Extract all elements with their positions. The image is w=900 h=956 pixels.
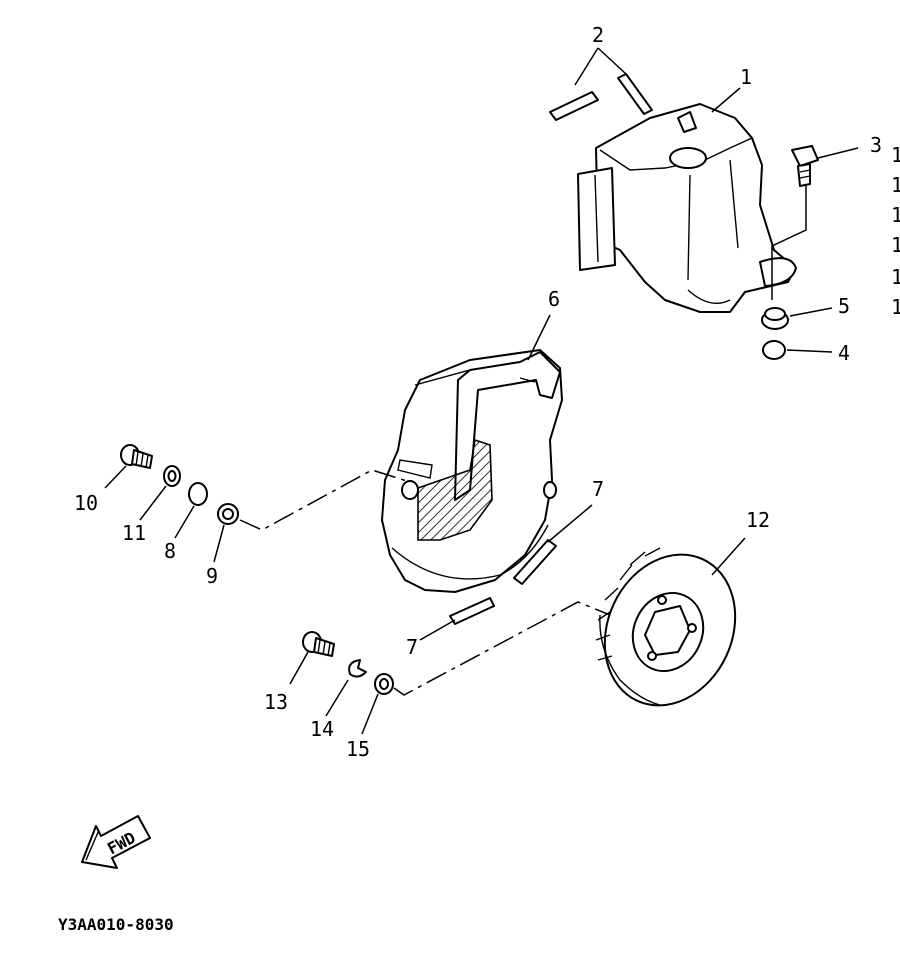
- edge-fragment-6: 1: [891, 295, 900, 319]
- part-14-washer: [348, 659, 367, 678]
- edge-fragment-5: 1: [891, 265, 900, 289]
- assembly-lines: [239, 185, 807, 696]
- callout-2: 2: [592, 23, 604, 47]
- callout-3: 3: [870, 133, 882, 157]
- part-9-grommet: [217, 503, 239, 525]
- callout-15: 15: [346, 737, 370, 761]
- edge-fragment-1: 1: [891, 143, 900, 167]
- part-2-pins: [549, 73, 653, 121]
- edge-fragment-4: 1: [891, 233, 900, 257]
- callout-12: 12: [746, 508, 770, 532]
- part-10-bolt: [120, 444, 153, 469]
- callout-11: 11: [122, 521, 146, 545]
- callout-13: 13: [264, 690, 288, 714]
- callout-1: 1: [740, 65, 752, 89]
- part-13-bolt: [302, 631, 335, 657]
- part-11-washer: [163, 465, 181, 487]
- callout-10: 10: [74, 491, 98, 515]
- forward-arrow-icon: FWD: [81, 815, 151, 869]
- callout-7b: 7: [406, 635, 418, 659]
- callout-8: 8: [164, 539, 176, 563]
- callout-9: 9: [206, 564, 218, 588]
- part-12-flywheel: [595, 547, 737, 707]
- callout-5: 5: [838, 294, 850, 318]
- part-5-grommet: [761, 307, 789, 330]
- part-6-fan-case: [381, 349, 563, 593]
- part-8-collar: [188, 482, 208, 506]
- callout-6: 6: [548, 287, 560, 311]
- part-15-washer: [374, 673, 394, 695]
- part-4-collar: [762, 340, 786, 360]
- part-3-bolt: [791, 145, 819, 187]
- edge-fragment-2: 1: [891, 173, 900, 197]
- callout-14: 14: [310, 717, 334, 741]
- callout-4: 4: [838, 341, 850, 365]
- drawing-code: Y3AA010-8030: [58, 915, 174, 934]
- edge-fragment-3: 1: [891, 203, 900, 227]
- callout-7a: 7: [592, 477, 604, 501]
- part-1-shroud: [577, 103, 797, 313]
- leader-lines: [104, 47, 859, 735]
